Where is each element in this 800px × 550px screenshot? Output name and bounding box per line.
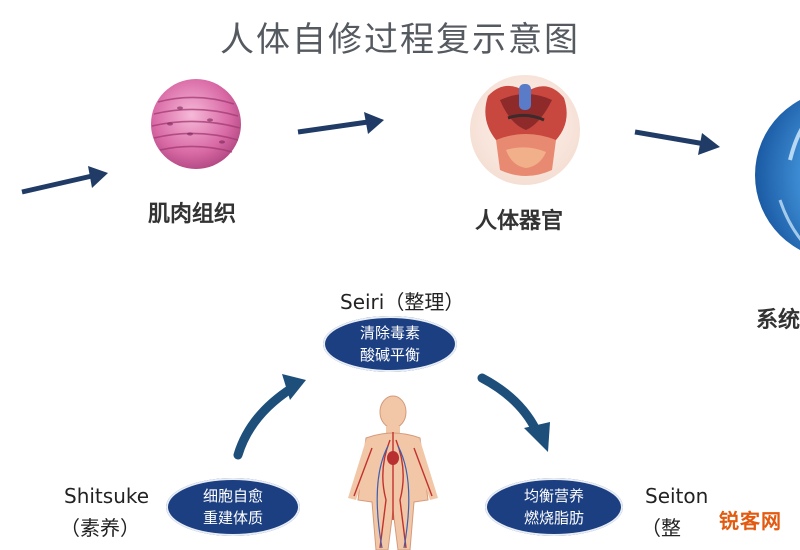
arrow-to-muscle	[21, 166, 108, 195]
phase-seiton-label: Seiton	[645, 484, 709, 508]
system-image	[755, 100, 800, 250]
phase-seiton-cn: （整	[641, 516, 681, 540]
phase-seiri-label: Seiri（整理）	[340, 290, 465, 314]
arrow-muscle-to-organ	[297, 112, 384, 135]
cycle-arrow-left-to-top	[233, 374, 306, 460]
human-body-image	[348, 395, 438, 550]
cycle-arrow-top-to-right	[477, 373, 550, 452]
phase-shitsuke-label: Shitsuke	[64, 484, 150, 508]
ellipse-shitsuke-line2: 重建体质	[202, 509, 263, 527]
watermark: 锐客网	[713, 503, 788, 536]
diagram-title: 人体自修过程复示意图	[220, 20, 580, 60]
ellipse-seiton-line1: 均衡营养	[523, 487, 584, 505]
ellipse-seiri: 清除毒素 酸碱平衡	[323, 316, 457, 372]
ellipse-shitsuke-line1: 细胞自愈	[202, 487, 263, 505]
ellipse-seiton: 均衡营养 燃烧脂肪	[485, 478, 623, 536]
stage-label-system: 系统	[756, 307, 800, 333]
ellipse-shitsuke: 细胞自愈 重建体质	[166, 478, 300, 536]
phase-shitsuke-cn: （素养）	[60, 516, 140, 540]
muscle-tissue-image	[151, 79, 241, 169]
arrow-organ-to-system	[634, 129, 720, 155]
stage-label-muscle: 肌肉组织	[148, 201, 237, 227]
ellipse-seiri-line1: 清除毒素	[359, 324, 420, 342]
human-organ-image	[470, 75, 580, 185]
ellipse-seiri-line2: 酸碱平衡	[359, 346, 420, 364]
stage-label-organ: 人体器官	[475, 208, 564, 234]
ellipse-seiton-line2: 燃烧脂肪	[523, 509, 584, 527]
